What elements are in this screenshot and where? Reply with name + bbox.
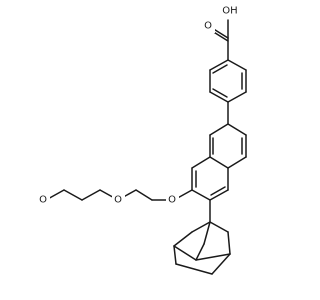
bond bbox=[211, 253, 231, 275]
bond bbox=[135, 189, 153, 201]
bond bbox=[191, 189, 211, 201]
bond bbox=[209, 156, 229, 169]
bond bbox=[227, 231, 231, 255]
bond bbox=[63, 189, 83, 201]
atom-o-methoxy: O bbox=[39, 195, 47, 206]
atom-label-bg bbox=[166, 193, 179, 207]
bond bbox=[81, 189, 101, 201]
bond bbox=[191, 221, 211, 233]
atom-o-ether: O bbox=[114, 195, 122, 206]
bond bbox=[227, 156, 247, 169]
bond bbox=[195, 253, 231, 261]
atom-o-aryl: O bbox=[168, 195, 176, 206]
bond bbox=[209, 221, 229, 233]
bond bbox=[209, 123, 229, 136]
atom-o-carbonyl: O bbox=[204, 21, 212, 32]
molecule-diagram: O OH O O O bbox=[37, 4, 247, 275]
bond bbox=[212, 88, 228, 98]
atom-label-bg bbox=[37, 193, 50, 207]
bond bbox=[209, 91, 229, 103]
bond bbox=[227, 59, 247, 71]
bond bbox=[209, 189, 229, 201]
bond bbox=[212, 64, 228, 74]
bond bbox=[195, 243, 205, 261]
bond bbox=[227, 123, 247, 136]
bond bbox=[210, 186, 226, 196]
bond bbox=[227, 91, 247, 103]
bond bbox=[203, 221, 211, 245]
bond bbox=[209, 59, 229, 71]
bond bbox=[173, 245, 177, 265]
atom-label-bg bbox=[202, 19, 215, 33]
structure-canvas: O OH O O O bbox=[37, 4, 247, 275]
atom-label-bg bbox=[220, 4, 240, 18]
bond bbox=[173, 245, 197, 261]
bond bbox=[175, 263, 213, 275]
atom-label-bg bbox=[112, 193, 125, 207]
bond bbox=[191, 156, 211, 169]
atom-oh-acid: OH bbox=[222, 6, 237, 17]
bond bbox=[173, 231, 193, 247]
